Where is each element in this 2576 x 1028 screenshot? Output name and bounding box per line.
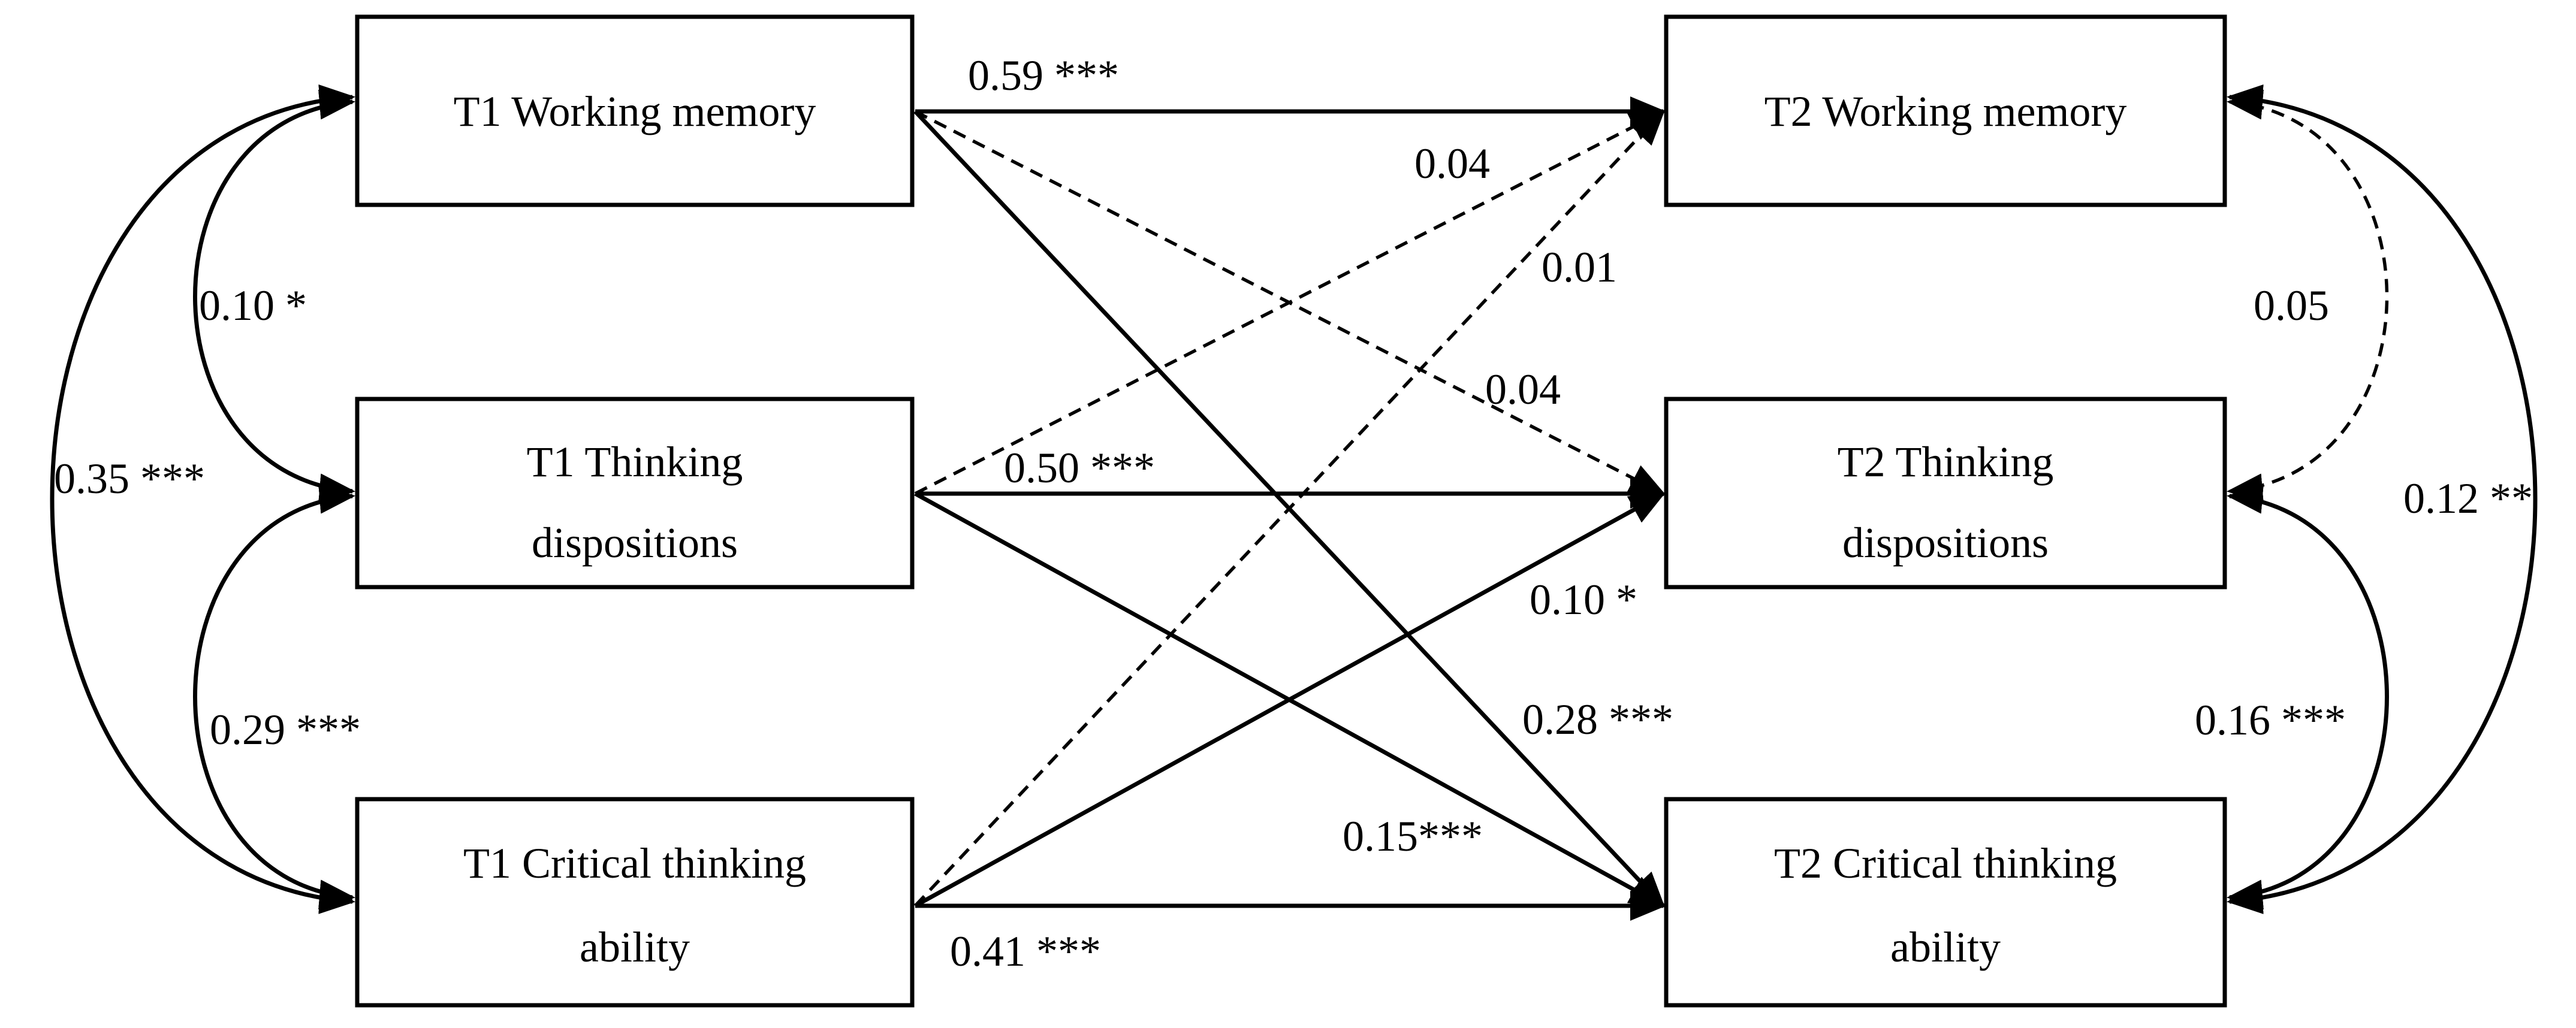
coefficient-cov-t2-wm-ct: 0.12 ** <box>2403 474 2533 522</box>
covariance-arc-t1-td-ct <box>193 483 355 910</box>
node-t1-working-memory: T1 Working memory <box>355 14 915 207</box>
coefficient-ct1-ct2: 0.41 *** <box>950 927 1101 975</box>
coefficient-wm1-wm2: 0.59 *** <box>968 52 1119 99</box>
coefficient-cov-t2-wm-td: 0.05 <box>2254 282 2329 329</box>
regression-paths <box>913 96 1666 921</box>
path-line-ct1-td2 <box>914 491 1666 908</box>
coefficient-td1-ct2: 0.15*** <box>1343 812 1483 860</box>
covariance-arc-t2-td-ct <box>2227 483 2389 910</box>
node-label-line-1: T2 Thinking <box>1838 438 2054 486</box>
node-t1-thinking-dispositions: T1 Thinking dispositions <box>355 397 915 589</box>
covariance-coefficients: 0.10 * 0.29 *** 0.35 *** 0.05 0.16 *** 0… <box>54 282 2533 754</box>
node-label-line-1: T1 Critical thinking <box>463 839 806 887</box>
coefficient-ct1-td2: 0.10 * <box>1530 576 1637 624</box>
node-t2-working-memory: T2 Working memory <box>1664 14 2227 207</box>
coefficient-td1-td2: 0.50 *** <box>1004 444 1155 492</box>
coefficient-cov-t1-wm-td: 0.10 * <box>199 282 307 329</box>
coefficient-cov-t2-td-ct: 0.16 *** <box>2195 696 2346 744</box>
coefficient-wm1-ct2: 0.28 *** <box>1522 696 1673 743</box>
node-label-line-2: ability <box>1890 923 2001 971</box>
node-t2-thinking-dispositions: T2 Thinking dispositions <box>1664 397 2227 589</box>
path-line-td1-wm2 <box>914 110 1666 495</box>
node-label-line-1: T2 Critical thinking <box>1774 839 2117 887</box>
node-label-line-2: dispositions <box>1842 519 2049 567</box>
coefficient-ct1-wm2: 0.01 <box>1542 243 1617 291</box>
path-line-ct1-wm2 <box>913 109 1666 907</box>
node-t1-critical-thinking-ability: T1 Critical thinking ability <box>355 797 915 1008</box>
node-label: T2 Working memory <box>1764 87 2127 135</box>
coefficient-cov-t1-td-ct: 0.29 *** <box>210 706 361 754</box>
coefficient-wm1-td2: 0.04 <box>1485 365 1561 413</box>
coefficient-cov-t1-wm-ct: 0.35 *** <box>54 455 205 503</box>
path-coefficients: 0.59 *** 0.04 0.01 0.04 0.50 *** 0.10 * … <box>950 52 1673 975</box>
node-label-line-1: T1 Thinking <box>527 438 743 486</box>
node-label-line-2: dispositions <box>532 519 738 567</box>
node-t2-critical-thinking-ability: T2 Critical thinking ability <box>1664 797 2227 1008</box>
covariance-arc-t1-wm-td <box>193 89 355 504</box>
covariance-arcs <box>50 84 2538 914</box>
node-label-line-2: ability <box>580 923 690 971</box>
node-label: T1 Working memory <box>454 87 816 135</box>
covariance-arc-t2-wm-ct <box>2227 84 2538 914</box>
coefficient-td1-wm2: 0.04 <box>1414 140 1490 188</box>
covariance-arc-t1-wm-ct <box>50 84 355 914</box>
